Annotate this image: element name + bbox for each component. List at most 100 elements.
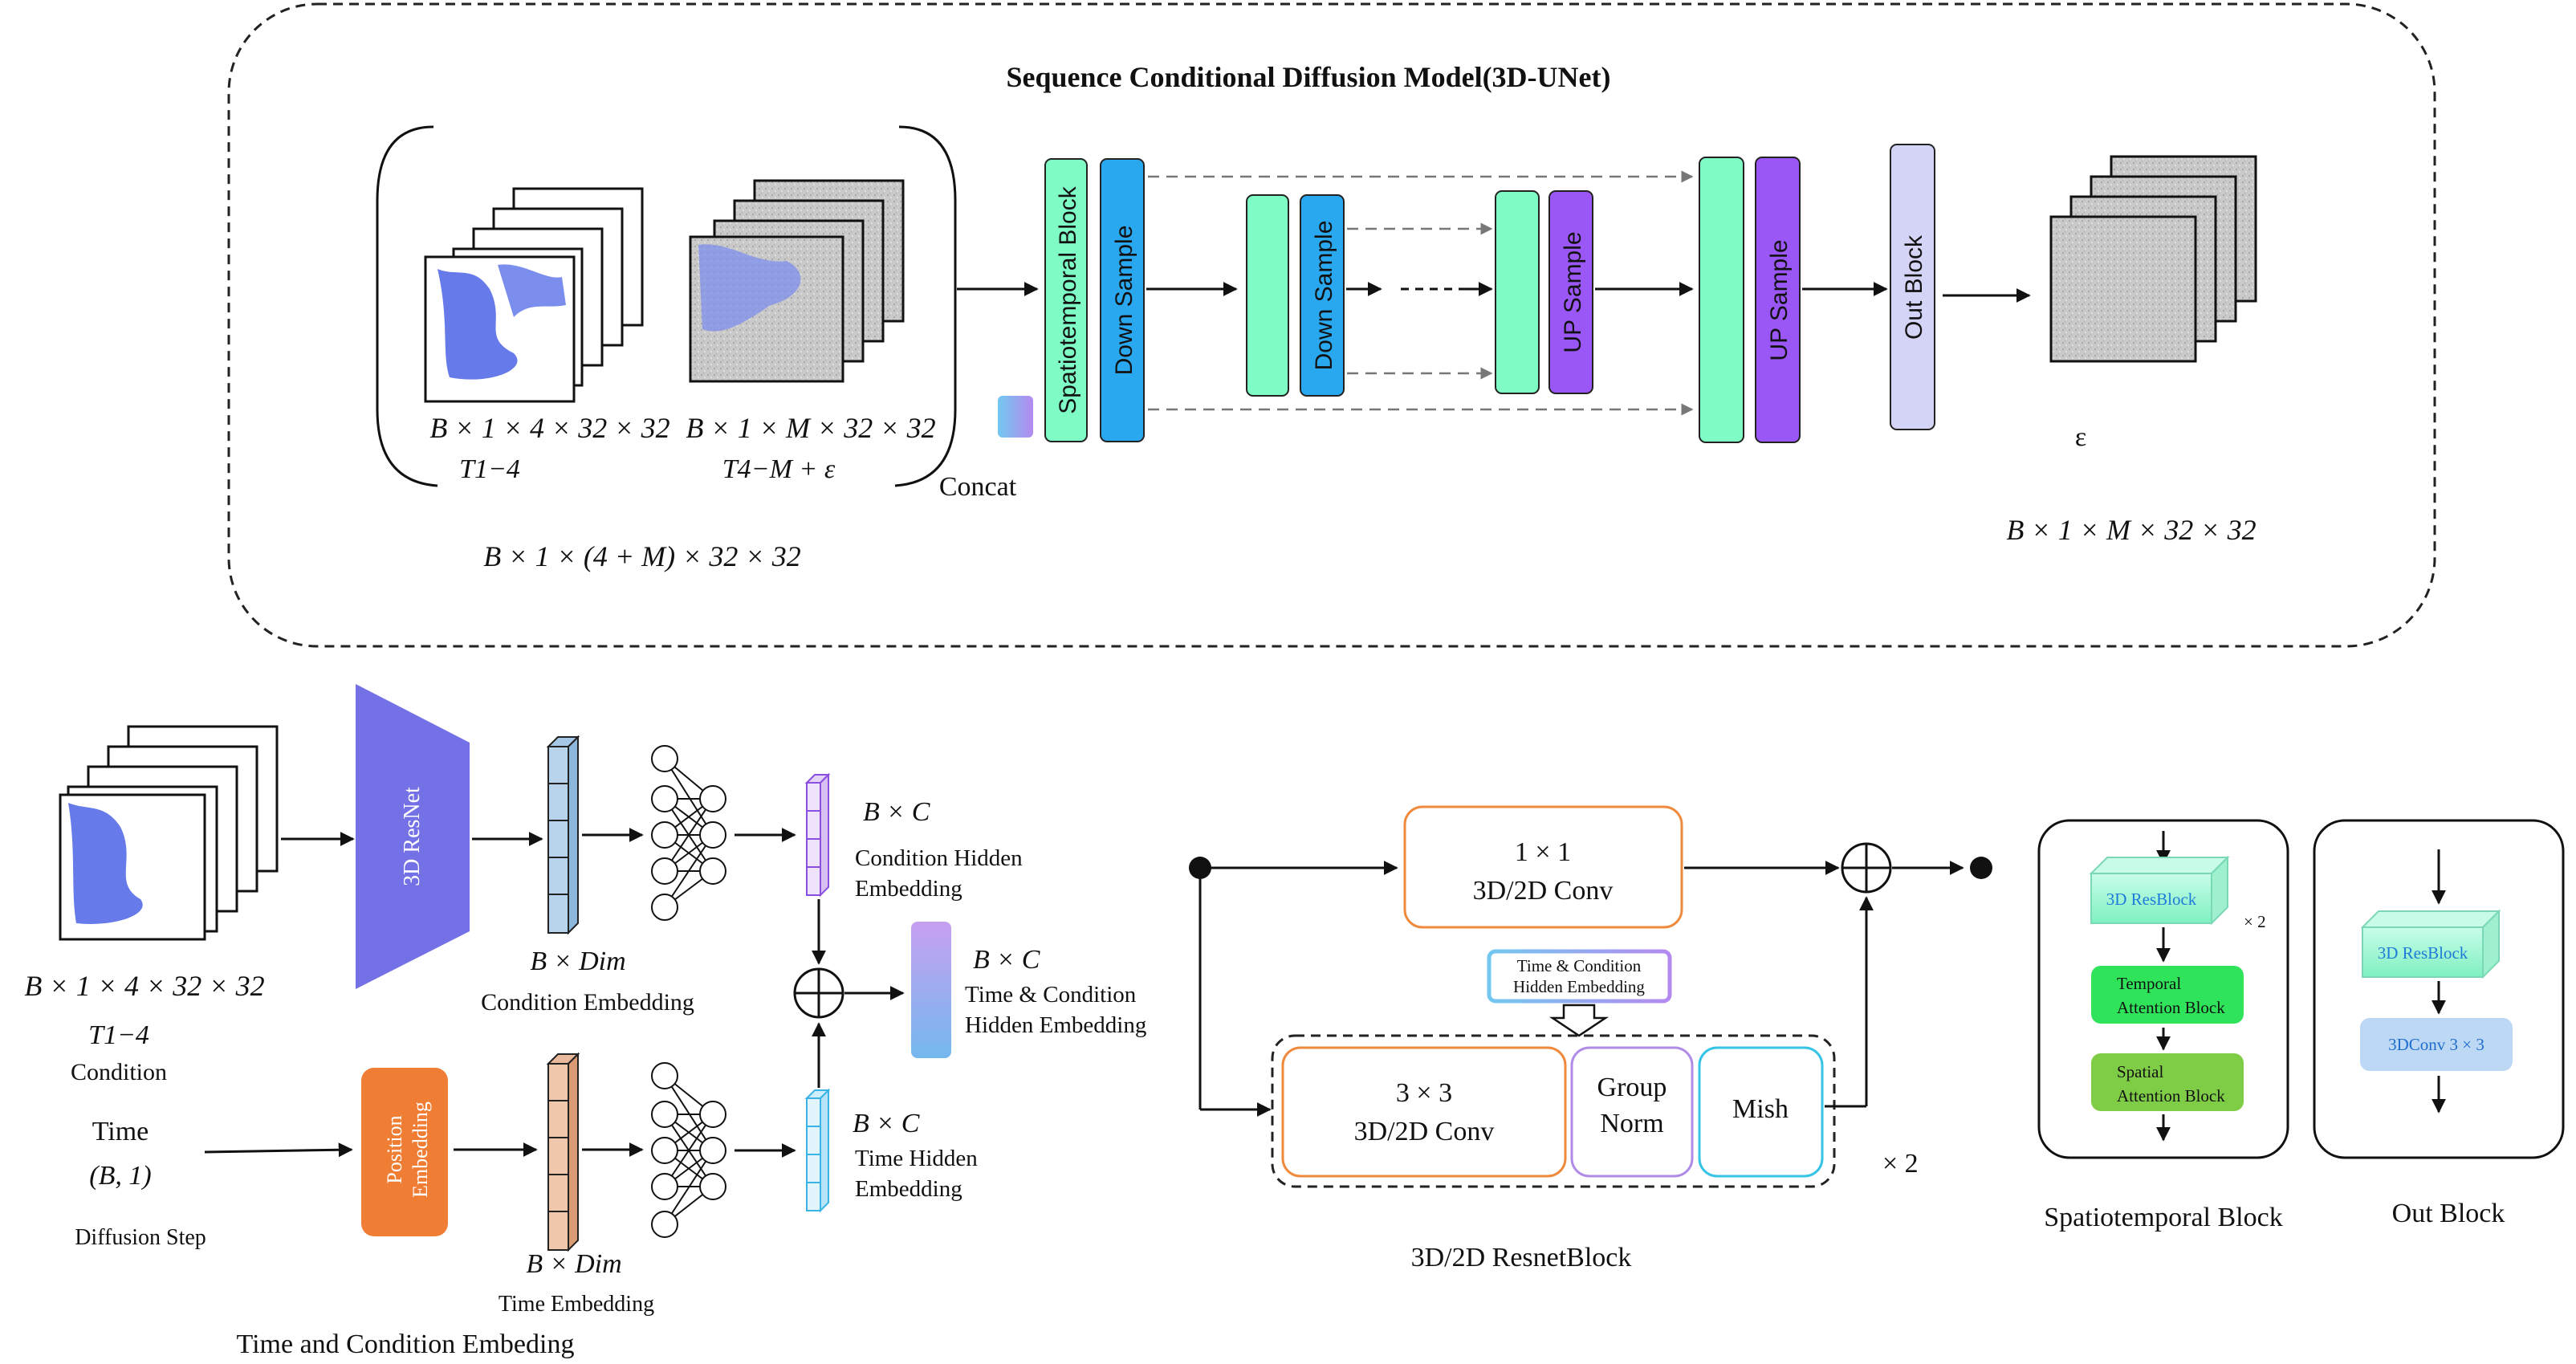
b-c-label-1: B × C — [863, 797, 930, 827]
3d-resnet-trapezoid — [356, 684, 470, 989]
tc-hidden-small-line1: Time & Condition — [1517, 956, 1642, 975]
mlp-network-1 — [651, 745, 726, 921]
down-sample-label-2: Down Sample — [1311, 221, 1337, 371]
output-noise-stack — [2049, 155, 2257, 363]
spatiotemporal-block-1 — [1044, 158, 1088, 442]
temporal-attention-box — [2091, 966, 2244, 1024]
embed-t-label: T1−4 — [88, 1020, 149, 1050]
condition-embedding-label: Condition Embedding — [481, 989, 694, 1016]
conv1-line2: 3D/2D Conv — [1473, 876, 1614, 906]
input-bracket-left — [376, 125, 438, 487]
st-resblock-label: 3D ResBlock — [2106, 890, 2197, 909]
conv3-line2: 3D/2D Conv — [1354, 1117, 1495, 1146]
spatial-line1: Spatial — [2117, 1062, 2163, 1081]
position-embedding-box — [361, 1068, 448, 1236]
condition-embedding-column — [546, 735, 580, 935]
temporal-line1: Temporal — [2117, 974, 2181, 993]
noisy-shape-label: B × 1 × M × 32 × 32 — [686, 412, 935, 444]
embed-condition-frames — [59, 725, 279, 941]
concat-shape-label: B × 1 × (4 + M) × 32 × 32 — [483, 540, 800, 572]
condition-hidden-column — [804, 772, 831, 898]
out-block-caption: Out Block — [2392, 1199, 2505, 1228]
group-norm-line2: Norm — [1600, 1109, 1663, 1138]
up-st-block-1 — [1699, 157, 1744, 443]
up-st-block-2 — [1495, 190, 1540, 394]
tc-hidden-line1: Time & Condition — [965, 982, 1137, 1008]
embedding-caption: Time and Condition Embeding — [237, 1329, 575, 1359]
spatial-line2: Attention Block — [2117, 1086, 2225, 1105]
b-dim-label-2: B × Dim — [526, 1249, 621, 1279]
time-embedding-label: Time Embedding — [499, 1292, 654, 1317]
out-block-label: Out Block — [1901, 234, 1927, 340]
b-dim-label-1: B × Dim — [530, 947, 625, 976]
arrow-to-pos-embedding — [204, 1142, 353, 1158]
conv3-line1: 3 × 3 — [1396, 1078, 1452, 1108]
condition-frames-stack — [424, 187, 644, 403]
out-conv-label: 3DConv 3 × 3 — [2388, 1035, 2484, 1054]
t-noisy-label: T4−M + ε — [722, 454, 836, 484]
time-word: Time — [92, 1117, 149, 1146]
conv1-line1: 1 × 1 — [1515, 837, 1571, 867]
temporal-line2: Attention Block — [2117, 998, 2225, 1017]
resnet-input-node — [1189, 857, 1211, 879]
resnet-repeat-frame — [1271, 1034, 1836, 1188]
st-block-caption: Spatiotemporal Block — [2044, 1203, 2282, 1232]
up-sample-block-1 — [1755, 157, 1801, 443]
time-hidden-line1: Time Hidden — [855, 1146, 978, 1171]
resnet-caption: 3D/2D ResnetBlock — [1411, 1243, 1632, 1272]
time-hidden-column — [804, 1088, 831, 1213]
conv-3x3-box — [1281, 1046, 1567, 1178]
cond-hidden-line2: Embedding — [855, 876, 962, 902]
inject-arrow-icon — [1548, 1004, 1609, 1037]
time-cond-hidden-bar — [911, 922, 951, 1058]
resnet-times2: × 2 — [1882, 1149, 1919, 1179]
diffusion-step-label: Diffusion Step — [75, 1225, 206, 1250]
group-norm-line1: Group — [1597, 1073, 1667, 1102]
mlp-network-2 — [651, 1062, 726, 1238]
down-sample-block-2 — [1300, 194, 1345, 397]
epsilon-label: ε — [2075, 422, 2086, 452]
condition-word: Condition — [71, 1059, 167, 1085]
tc-hidden-small-line2: Hidden Embedding — [1513, 977, 1645, 996]
tc-hidden-line2: Hidden Embedding — [965, 1012, 1146, 1038]
embedding-injection-square — [998, 396, 1033, 438]
spatiotemporal-block-label: Spatiotemporal Block — [1055, 185, 1081, 413]
down-sample-label-1: Down Sample — [1111, 226, 1137, 376]
out-conv-box — [2360, 1018, 2513, 1071]
condition-shape-label: B × 1 × 4 × 32 × 32 — [429, 412, 669, 444]
output-shape-label: B × 1 × M × 32 × 32 — [2006, 514, 2256, 546]
time-hidden-line2: Embedding — [855, 1176, 962, 1202]
spatial-attention-box — [2091, 1053, 2244, 1111]
input-bracket-right — [894, 125, 957, 487]
conv-1x1-box — [1403, 805, 1683, 929]
st-resblock-cube — [2089, 855, 2230, 926]
resnet-output-node — [1970, 857, 1992, 879]
b-c-label-2: B × C — [973, 945, 1040, 975]
time-embedding-column — [546, 1052, 580, 1252]
unet-panel-border — [227, 2, 2436, 648]
group-norm-box — [1570, 1046, 1694, 1178]
out-block — [1890, 144, 1935, 430]
out-resblock-cube — [2360, 909, 2501, 979]
t-cond-label: T1−4 — [459, 454, 520, 484]
pos-embedding-line1: Position — [383, 1115, 406, 1183]
up-sample-block-2 — [1548, 190, 1593, 394]
mish-box — [1698, 1046, 1824, 1178]
noisy-frames-stack — [689, 179, 905, 383]
diagram-title: Sequence Conditional Diffusion Model(3D-… — [1007, 61, 1611, 93]
concat-label: Concat — [939, 472, 1017, 502]
pos-embedding-line2: Embedding — [409, 1101, 432, 1198]
mish-label: Mish — [1732, 1094, 1789, 1124]
spatiotemporal-block-2 — [1246, 194, 1289, 397]
down-sample-block-1 — [1100, 158, 1145, 442]
time-shape: (B, 1) — [89, 1161, 151, 1191]
b-c-label-3: B × C — [853, 1109, 920, 1138]
up-sample-label-2: UP Sample — [1560, 231, 1586, 352]
out-resblock-label: 3D ResBlock — [2378, 943, 2468, 963]
up-sample-label-1: UP Sample — [1766, 239, 1793, 360]
cond-hidden-line1: Condition Hidden — [855, 845, 1023, 871]
3d-resnet-label: 3D ResNet — [400, 787, 425, 886]
st-times2: × 2 — [2244, 912, 2266, 931]
embed-cond-shape: B × 1 × 4 × 32 × 32 — [24, 970, 264, 1002]
